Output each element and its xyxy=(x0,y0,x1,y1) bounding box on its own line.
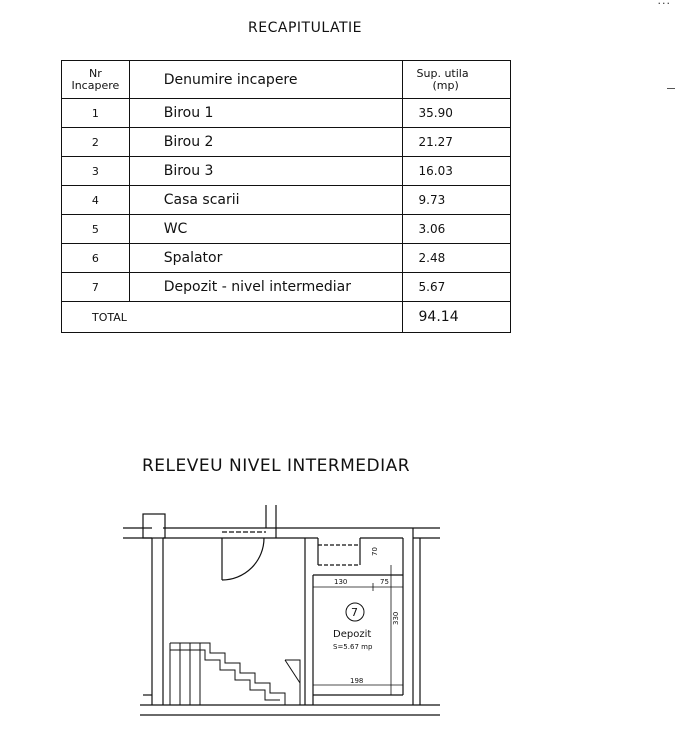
dimension-lines xyxy=(313,565,403,695)
room-number-circle xyxy=(345,602,365,622)
row-name: Birou 1 xyxy=(128,98,403,128)
row-nr: 7 xyxy=(61,272,130,302)
plan-walls xyxy=(123,505,440,716)
room-area: S=5.67 mp xyxy=(333,643,373,651)
recap-table: Nr Incapere Denumire incapere Sup. utila… xyxy=(61,60,512,333)
table-row: 3 Birou 3 16.03 xyxy=(61,156,512,186)
row-area: 5.67 xyxy=(401,272,512,302)
recap-header-row: Nr Incapere Denumire incapere Sup. utila… xyxy=(61,60,512,99)
total-row: TOTAL 94.14 xyxy=(61,301,512,333)
table-row: 6 Spalator 2.48 xyxy=(61,243,512,273)
row-nr: 5 xyxy=(61,214,130,244)
room-name: Depozit xyxy=(333,629,371,640)
staircase xyxy=(169,642,301,705)
dim-130: 130 xyxy=(334,578,347,586)
header-area-line2: (mp) xyxy=(432,78,459,92)
row-area: 35.90 xyxy=(401,98,512,128)
header-nr: Nr Incapere xyxy=(61,60,130,99)
row-nr: 6 xyxy=(61,243,130,273)
header-area: Sup. utila (mp) xyxy=(401,60,512,99)
dim-330: 330 xyxy=(392,612,400,625)
row-area: 21.27 xyxy=(401,127,512,157)
row-area: 16.03 xyxy=(401,156,512,186)
row-name: WC xyxy=(128,214,403,244)
header-nr-line1: Nr xyxy=(88,66,102,80)
header-nr-line2: Incapere xyxy=(71,78,120,92)
row-area: 9.73 xyxy=(401,185,512,215)
header-name: Denumire incapere xyxy=(128,60,403,99)
row-name: Birou 3 xyxy=(128,156,403,186)
recap-title: RECAPITULATIE xyxy=(248,20,362,36)
header-area-line1: Sup. utila xyxy=(416,66,469,80)
total-value: 94.14 xyxy=(401,301,512,333)
table-row: 5 WC 3.06 xyxy=(61,214,512,244)
total-label: TOTAL xyxy=(61,301,403,333)
row-area: 3.06 xyxy=(401,214,512,244)
plan-title: RELEVEU NIVEL INTERMEDIAR xyxy=(142,456,411,476)
dim-75: 75 xyxy=(380,578,389,586)
room-number: 7 xyxy=(351,606,358,619)
dim-198: 198 xyxy=(350,677,363,685)
row-area: 2.48 xyxy=(401,243,512,273)
margin-tick xyxy=(667,88,675,89)
row-nr: 3 xyxy=(61,156,130,186)
dim-70: 70 xyxy=(371,547,379,556)
corner-mark: ... xyxy=(657,0,671,7)
